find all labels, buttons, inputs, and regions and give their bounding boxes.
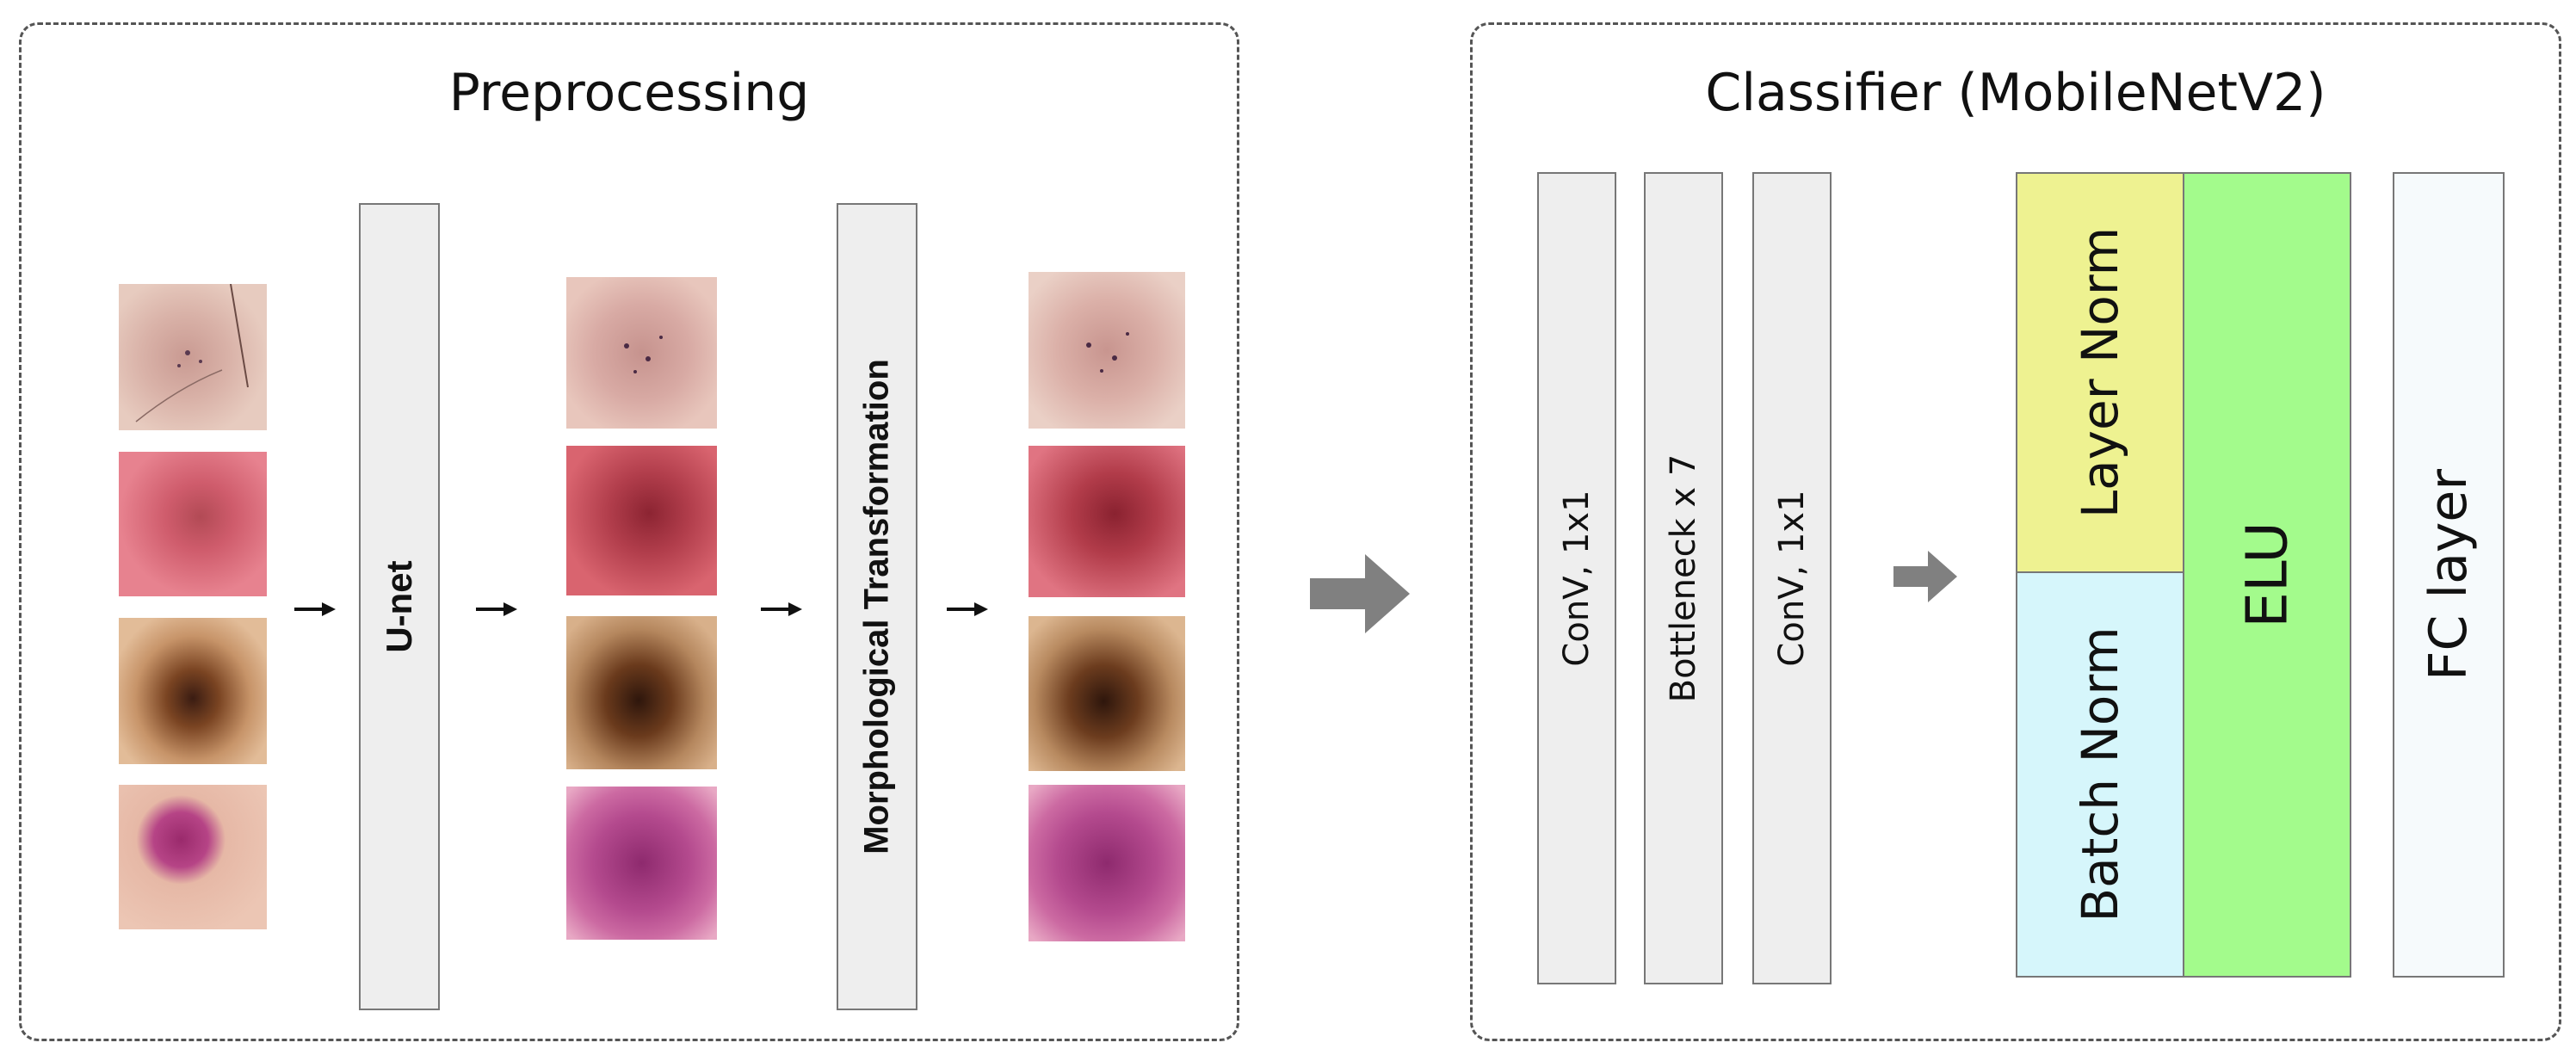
input-image-4 bbox=[119, 785, 267, 929]
hair-strands bbox=[135, 284, 249, 423]
classifier-panel: Classifier (MobileNetV2) bbox=[1470, 22, 2561, 1041]
segmented-image-3 bbox=[566, 616, 717, 769]
layer-norm-label: Layer Norm bbox=[2071, 226, 2129, 519]
batch-norm-block: Batch Norm bbox=[2016, 571, 2184, 978]
conv-1x1-label-2: ConV, 1x1 bbox=[1772, 490, 1812, 667]
transformed-image-1 bbox=[1029, 272, 1185, 429]
batch-norm-label: Batch Norm bbox=[2071, 626, 2129, 922]
fc-layer-block: FC layer bbox=[2393, 172, 2505, 978]
transformed-image-3 bbox=[1029, 616, 1185, 771]
input-image-3 bbox=[119, 618, 267, 764]
segmented-image-4 bbox=[566, 787, 717, 940]
arrow-icon bbox=[294, 602, 336, 616]
segmented-image-2 bbox=[566, 446, 717, 595]
arrow-icon bbox=[947, 602, 988, 616]
input-image-2 bbox=[119, 452, 267, 596]
lesion-dots bbox=[624, 336, 663, 373]
arrow-icon bbox=[476, 602, 517, 616]
conv-1x1-block-2: ConV, 1x1 bbox=[1752, 172, 1832, 984]
unet-block: U-net bbox=[359, 203, 440, 1010]
conv-1x1-block-1: ConV, 1x1 bbox=[1537, 172, 1616, 984]
input-image-1 bbox=[119, 284, 267, 430]
arrow-icon bbox=[1893, 551, 1957, 602]
preprocessing-title: Preprocessing bbox=[448, 63, 810, 123]
unet-label: U-net bbox=[379, 560, 419, 653]
arrow-icon bbox=[761, 602, 802, 616]
segmented-image-1 bbox=[566, 277, 717, 429]
layer-norm-block: Layer Norm bbox=[2016, 172, 2184, 573]
big-arrow-icon bbox=[1310, 554, 1410, 633]
fc-layer-label: FC layer bbox=[2418, 468, 2479, 682]
elu-block: ELU bbox=[2183, 172, 2351, 978]
morphological-block: Morphological Transformation bbox=[837, 203, 917, 1010]
elu-label: ELU bbox=[2233, 521, 2301, 628]
lesion-dots bbox=[1086, 332, 1129, 373]
classifier-title: Classifier (MobileNetV2) bbox=[1705, 63, 2326, 123]
transformed-image-4 bbox=[1029, 785, 1185, 941]
preprocessing-panel: Preprocessing bbox=[19, 22, 1239, 1041]
bottleneck-block: Bottleneck x 7 bbox=[1644, 172, 1723, 984]
transformed-image-2 bbox=[1029, 446, 1185, 597]
morphological-label: Morphological Transformation bbox=[857, 359, 896, 854]
conv-1x1-label-1: ConV, 1x1 bbox=[1557, 490, 1597, 667]
bottleneck-label: Bottleneck x 7 bbox=[1664, 453, 1703, 703]
